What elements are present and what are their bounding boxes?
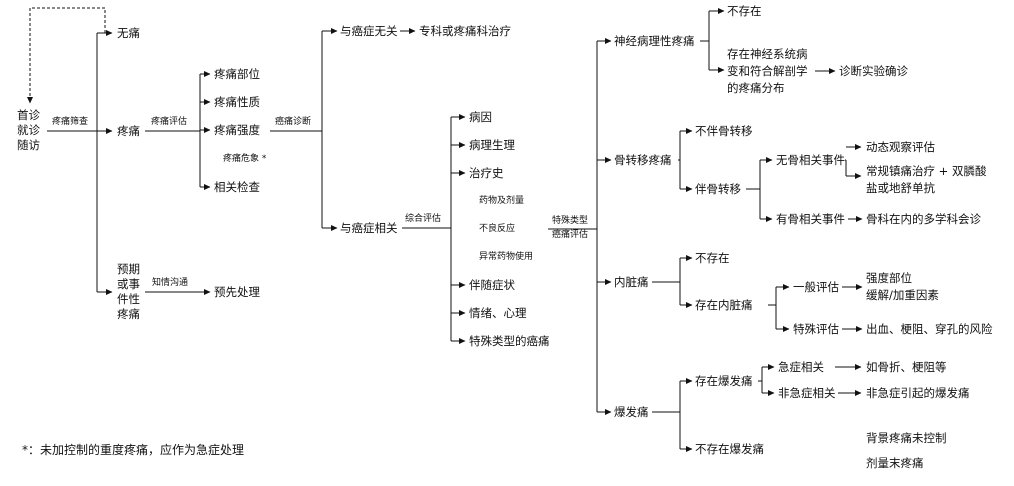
node-visceral-pain: 内脏痛 (614, 275, 649, 289)
node-not-exist-1: 不存在 (727, 4, 762, 18)
label-pain-assessment: 疼痛评估 (151, 117, 188, 127)
node-visceral-pain-exists: 存在内脏痛 (695, 298, 753, 312)
node-preemptive-treatment: 预先处理 (214, 285, 260, 299)
node-abnormal-drug-use: 异常药物使用 (479, 252, 534, 262)
followup-feedback-loop (27, 7, 106, 104)
node-specialist-treatment: 专科或疼痛科治疗 (419, 24, 511, 38)
node-diagnostic-test: 诊断实验确诊 (839, 64, 908, 78)
node-unrelated-to-cancer: 与癌症无关 (340, 24, 398, 38)
label-pain-screening: 疼痛筛查 (52, 117, 89, 127)
node-non-emergency-bt: 非急症引起的爆发痛 (866, 386, 970, 400)
node-bone-events: 有骨相关事件 (776, 212, 845, 226)
label-special-type-assessment: 特殊类型癌痛评估 (552, 216, 589, 240)
node-related-exam: 相关检查 (214, 180, 260, 194)
node-breakthrough-pain: 爆发痛 (614, 405, 649, 419)
node-emotion-psychology: 情绪、心理 (469, 306, 527, 320)
node-etiology: 病因 (469, 110, 492, 124)
node-pain: 疼痛 (117, 124, 140, 138)
node-general-assessment: 一般评估 (793, 280, 839, 294)
node-related-to-cancer: 与癌症相关 (340, 221, 398, 235)
node-adverse-reactions: 不良反应 (479, 224, 516, 234)
node-emergency-related: 急症相关 (778, 360, 824, 374)
label-inform-communicate: 知情沟通 (152, 278, 189, 288)
node-nerve-damage-distribution: 存在神经系统病变和符合解剖学的疼痛分布 (727, 47, 808, 95)
node-with-bone-metastasis: 伴骨转移 (695, 182, 741, 196)
node-end-of-dose: 剂量末疼痛 (866, 456, 924, 470)
node-mdt-orthopedics: 骨科在内的多学科会诊 (866, 212, 981, 226)
node-not-exist-2: 不存在 (695, 251, 730, 265)
node-intensity-location: 强度部位缓解/加重因素 (866, 271, 939, 302)
node-no-breakthrough: 不存在爆发痛 (695, 442, 764, 456)
node-non-emergency-related: 非急症相关 (778, 386, 836, 400)
node-predictable-pain: 预期或事件性疼痛 (117, 262, 140, 321)
node-no-pain: 无痛 (117, 26, 140, 40)
node-special-assessment: 特殊评估 (793, 322, 839, 336)
node-drugs-dose: 药物及剂量 (479, 196, 525, 206)
node-treatment-history: 治疗史 (469, 166, 504, 180)
node-dynamic-observation: 动态观察评估 (866, 140, 935, 154)
node-first-visit: 首诊就诊随访 (17, 108, 40, 152)
label-comprehensive-assessment: 综合评估 (405, 214, 442, 224)
node-pain-nature: 疼痛性质 (214, 95, 260, 109)
node-no-bone-events: 无骨相关事件 (776, 153, 845, 167)
node-bone-metastasis-pain: 骨转移疼痛 (614, 153, 672, 167)
node-pain-location: 疼痛部位 (214, 67, 260, 81)
node-pathophysiology: 病理生理 (469, 138, 515, 152)
node-fracture-obstruction: 如骨折、梗阻等 (866, 360, 947, 374)
node-without-bone-metastasis: 不伴骨转移 (695, 124, 753, 138)
label-cancer-pain-diagnosis: 癌痛诊断 (275, 117, 312, 127)
node-pain-intensity: 疼痛强度 (214, 123, 260, 137)
node-breakthrough-exists: 存在爆发痛 (695, 374, 753, 388)
node-neuropathic-pain: 神经病理性疼痛 (614, 34, 695, 48)
footnote: *：未加控制的重度疼痛，应作为急症处理 (22, 443, 245, 457)
node-accompanying-symptoms: 伴随症状 (469, 278, 515, 292)
node-pain-crisis: 疼痛危象 * (223, 154, 267, 164)
node-special-type-cancer-pain: 特殊类型的癌痛 (469, 334, 550, 348)
node-uncontrolled-background: 背景疼痛未控制 (866, 431, 947, 445)
node-conventional-analgesia: 常规镇痛治疗 + 双膦酸盐或地舒单抗 (866, 164, 987, 195)
node-bleeding-risk: 出血、梗阻、穿孔的风险 (866, 322, 993, 336)
